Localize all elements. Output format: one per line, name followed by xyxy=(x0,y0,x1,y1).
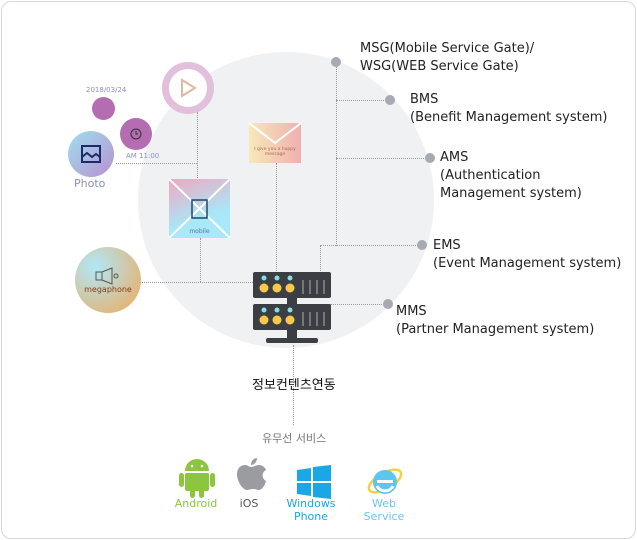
megaphone-label: megaphone xyxy=(84,284,132,294)
play-icon xyxy=(162,62,214,114)
connector xyxy=(197,112,198,180)
system-desc: Management system) xyxy=(440,186,582,201)
platform-label: Windows Phone xyxy=(286,497,336,523)
time-text: AM 11:00 xyxy=(126,152,160,160)
platform-label: iOS xyxy=(239,497,259,510)
platform-web-service: Web Service xyxy=(352,497,416,523)
server-icon xyxy=(253,272,331,298)
node-dot xyxy=(383,299,393,309)
node-dot xyxy=(385,95,395,105)
node-dot xyxy=(417,240,427,250)
system-mms: MMS (Partner Management system) xyxy=(396,303,594,339)
node-dot xyxy=(331,57,341,67)
date-text: 2018/03/24 xyxy=(86,86,127,94)
windows-icon xyxy=(297,465,331,499)
connector xyxy=(336,158,428,159)
platform-label: Android xyxy=(174,497,218,510)
clock-icon xyxy=(120,118,152,150)
android-icon xyxy=(179,459,215,498)
system-desc: (Partner Management system) xyxy=(396,322,595,337)
photo-icon xyxy=(68,131,114,177)
connector xyxy=(116,163,197,164)
system-desc: (Authentication xyxy=(440,168,541,183)
platform-label: Web Service xyxy=(363,497,405,523)
message-label: I give you a happy message xyxy=(254,147,296,157)
server-link xyxy=(287,298,297,304)
system-ems: EMS (Event Management system) xyxy=(433,237,621,273)
service-label: 유무선 서비스 xyxy=(262,432,327,445)
connector xyxy=(336,62,337,246)
system-msg: MSG(Mobile Service Gate)/ WSG(WEB Service… xyxy=(360,40,534,76)
server-icon xyxy=(253,304,331,330)
system-name: AMS xyxy=(440,150,469,165)
connector xyxy=(293,345,294,425)
system-desc: WSG(WEB Service Gate) xyxy=(360,59,519,74)
connector xyxy=(320,245,420,246)
connector xyxy=(140,282,255,283)
system-desc: (Benefit Management system) xyxy=(410,110,608,125)
apple-icon xyxy=(237,458,266,490)
calendar-icon xyxy=(92,97,115,120)
system-name: MMS xyxy=(396,304,427,319)
photo-label: Photo xyxy=(74,177,106,190)
system-name: MSG(Mobile Service Gate)/ xyxy=(360,41,535,56)
connector xyxy=(276,163,277,273)
internet-explorer-icon xyxy=(367,468,403,494)
platform-ios: iOS xyxy=(231,497,267,510)
message-icon: I give you a happy message xyxy=(249,123,301,163)
server-base xyxy=(266,338,318,343)
server-stand xyxy=(287,330,297,338)
platform-android: Android xyxy=(171,497,221,510)
connector xyxy=(200,238,201,282)
connector xyxy=(330,304,386,305)
platform-windows-phone: Windows Phone xyxy=(270,497,352,523)
connector xyxy=(336,100,388,101)
mobile-label: mobile xyxy=(189,228,210,235)
system-desc: (Event Management system) xyxy=(433,256,622,271)
system-name: EMS xyxy=(433,238,461,253)
connector xyxy=(320,245,321,273)
system-bms: BMS (Benefit Management system) xyxy=(410,91,607,127)
mobile-icon: mobile xyxy=(169,179,230,238)
center-label: 정보컨텐츠연동 xyxy=(252,378,336,393)
node-dot xyxy=(425,153,435,163)
system-name: BMS xyxy=(410,92,439,107)
megaphone-icon: megaphone xyxy=(75,247,141,313)
